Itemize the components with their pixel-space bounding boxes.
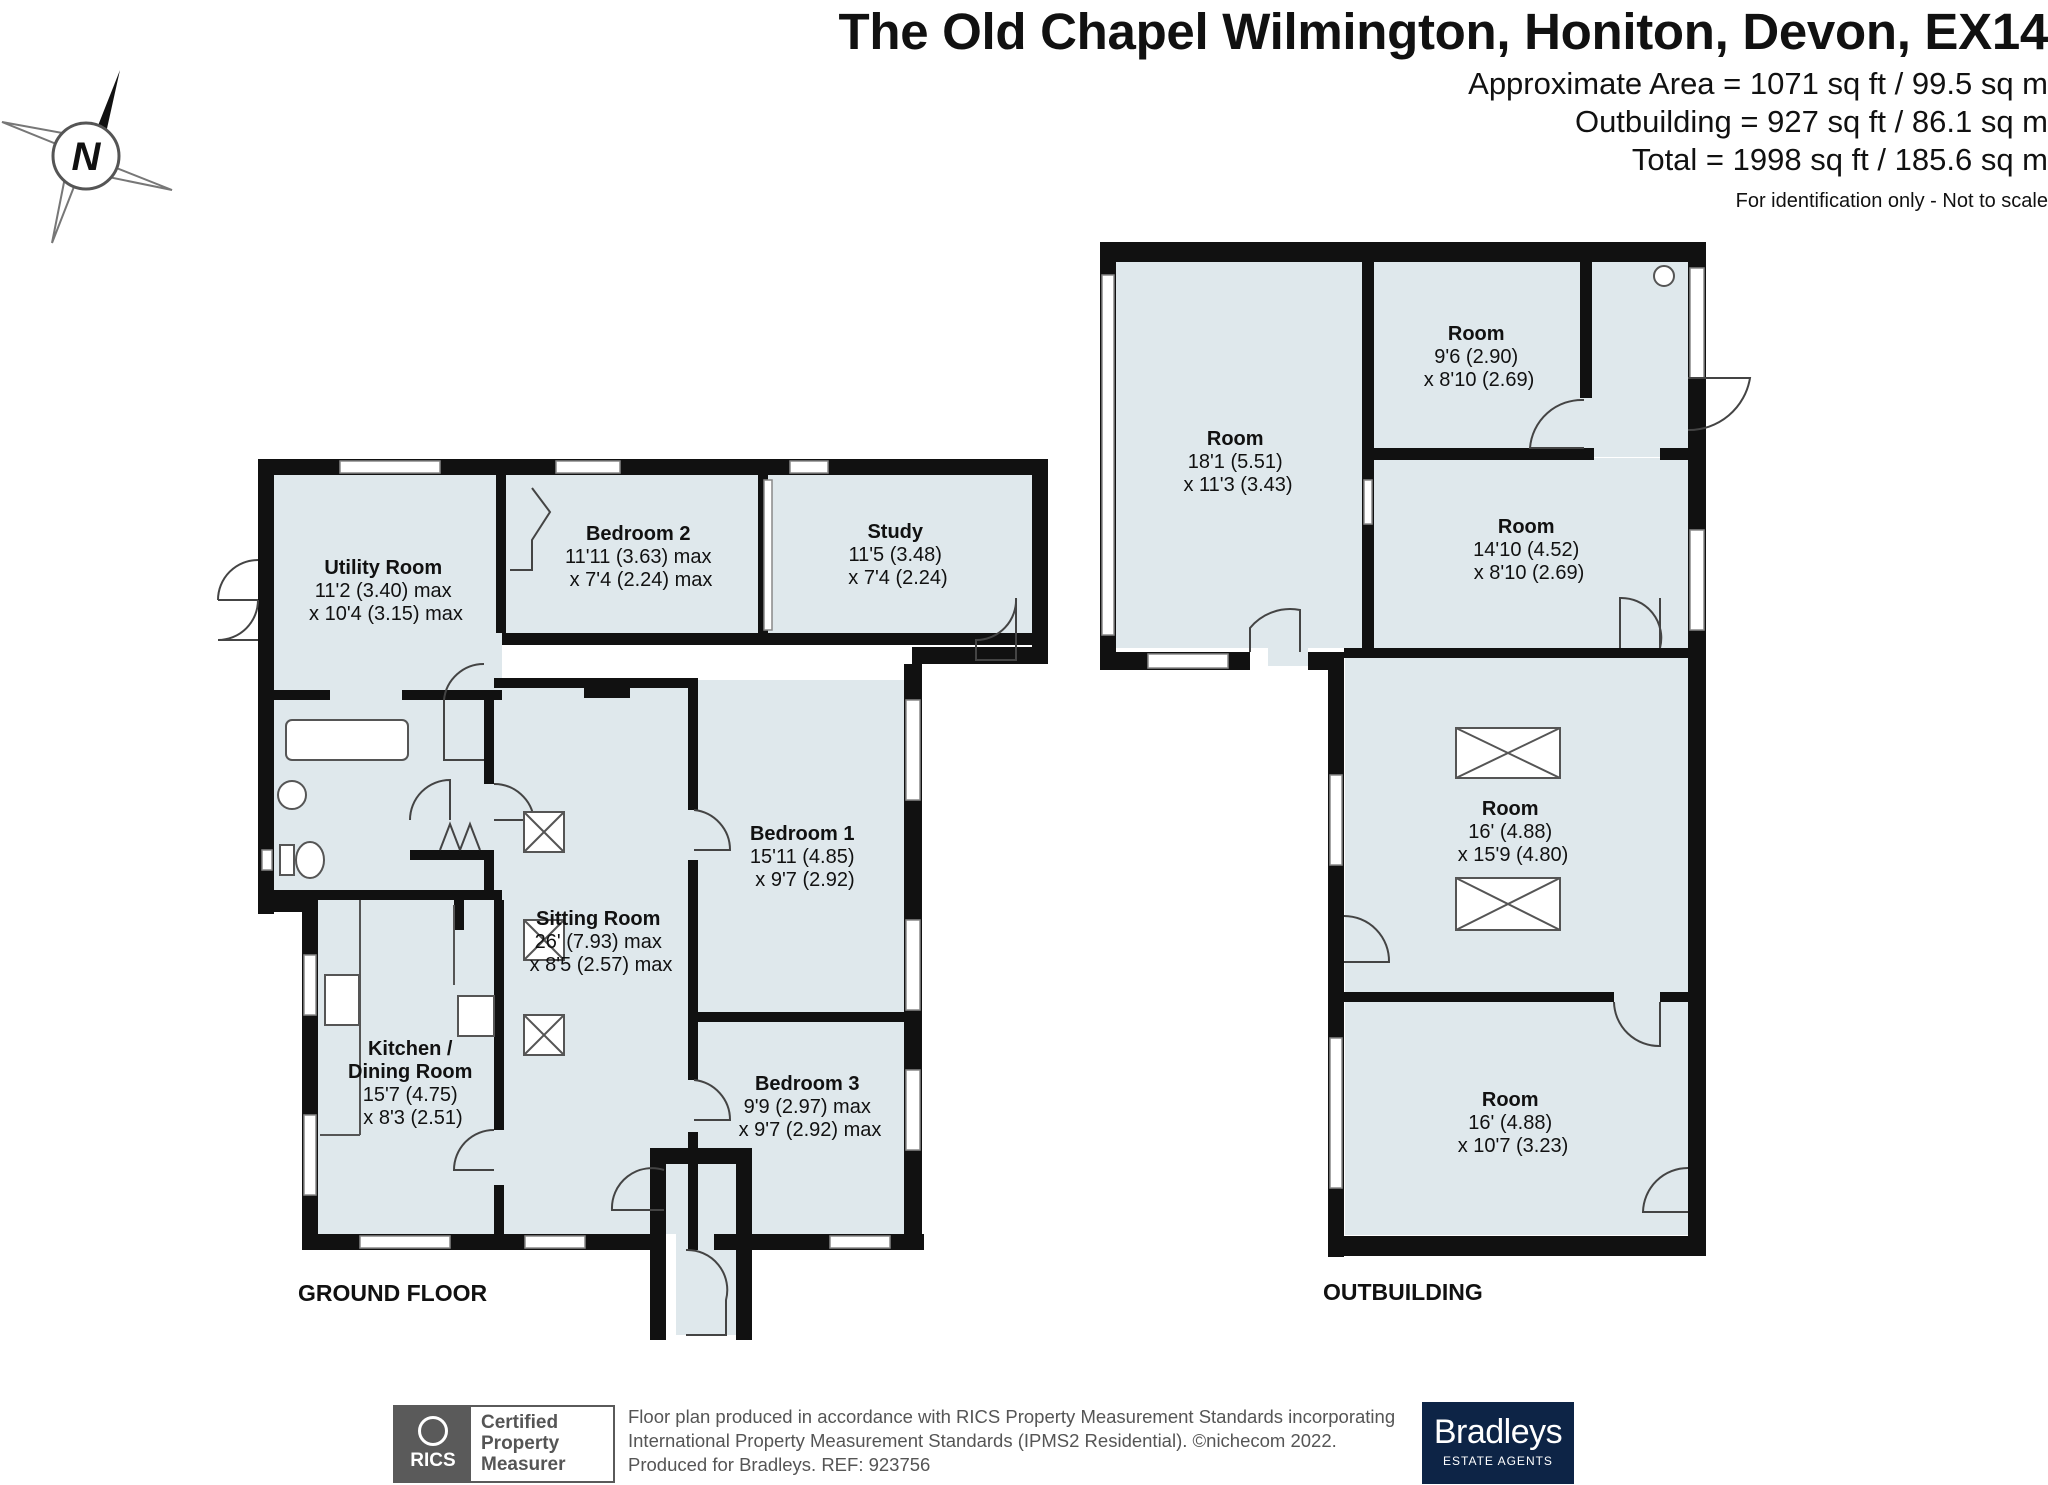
outbuilding-room-2-label: Room 9'6 (2.90) x 8'10 (2.69) [1424,323,1535,391]
rics-emblem-icon [418,1416,448,1446]
outbuilding-label: OUTBUILDING [1323,1279,1483,1305]
outbuilding-room-1-label: Room 18'1 (5.51) x 11'3 (3.43) [1183,428,1292,496]
sitting-room-label: Sitting Room 26' (7.93) max x 8'5 (2.57)… [530,908,673,976]
badge-line: Measurer [481,1454,566,1475]
kitchen-dining-room-label: Kitchen / Dining Room 15'7 (4.75) x 8'3 … [348,1038,478,1129]
outbuilding-room-3-label: Room 14'10 (4.52) x 8'10 (2.69) [1473,516,1585,584]
disclaimer: For identification only - Not to scale [1735,190,2048,212]
footer-line: Floor plan produced in accordance with R… [628,1406,1396,1427]
outbuilding-room-5-label: Room 16' (4.88) x 10'7 (3.23) [1458,1089,1569,1157]
rics-certified-badge: RICS Certified Property Measurer [393,1405,615,1483]
ground-floor-plan: Utility Room 11'2 (3.40) max x 10'4 (3.1… [217,459,1048,1340]
footer-line: Produced for Bradleys. REF: 923756 [628,1454,931,1475]
bedroom-1-label: Bedroom 1 15'11 (4.85) x 9'7 (2.92) [750,823,860,891]
utility-room-label: Utility Room 11'2 (3.40) max x 10'4 (3.1… [309,557,463,625]
total-area: Total = 1998 sq ft / 185.6 sq m [1631,142,2048,177]
bradleys-logo: Bradleys ESTATE AGENTS [1422,1402,1574,1484]
rics-logo-text: RICS [410,1450,456,1471]
compass-icon: N [1,70,173,244]
footer-notes: Floor plan produced in accordance with R… [628,1405,1395,1477]
outbuilding-area: Outbuilding = 927 sq ft / 86.1 sq m [1574,104,2048,139]
badge-line: Certified [481,1412,559,1433]
compass-label: N [72,135,102,179]
page-title: The Old Chapel Wilmington, Honiton, Devo… [838,3,2048,60]
rics-logo: RICS [395,1407,471,1481]
outbuilding-plan: Room 18'1 (5.51) x 11'3 (3.43) Room 9'6 … [1100,242,1752,1305]
study-label: Study 11'5 (3.48) x 7'4 (2.24) [848,521,947,589]
outbuilding-room-4-label: Room 16' (4.88) x 15'9 (4.80) [1458,798,1569,866]
brand-subtitle: ESTATE AGENTS [1443,1454,1553,1468]
brand-name: Bradleys [1433,1413,1563,1451]
rics-badge-text: Certified Property Measurer [471,1407,613,1481]
footer-line: International Property Measurement Stand… [628,1430,1337,1451]
bedroom-3-label: Bedroom 3 9'9 (2.97) max x 9'7 (2.92) ma… [739,1073,882,1141]
bedroom-2-label: Bedroom 2 11'11 (3.63) max x 7'4 (2.24) … [565,523,717,591]
ground-floor-label: GROUND FLOOR [298,1280,487,1306]
badge-line: Property [481,1433,560,1454]
approximate-area: Approximate Area = 1071 sq ft / 99.5 sq … [1468,66,2048,101]
